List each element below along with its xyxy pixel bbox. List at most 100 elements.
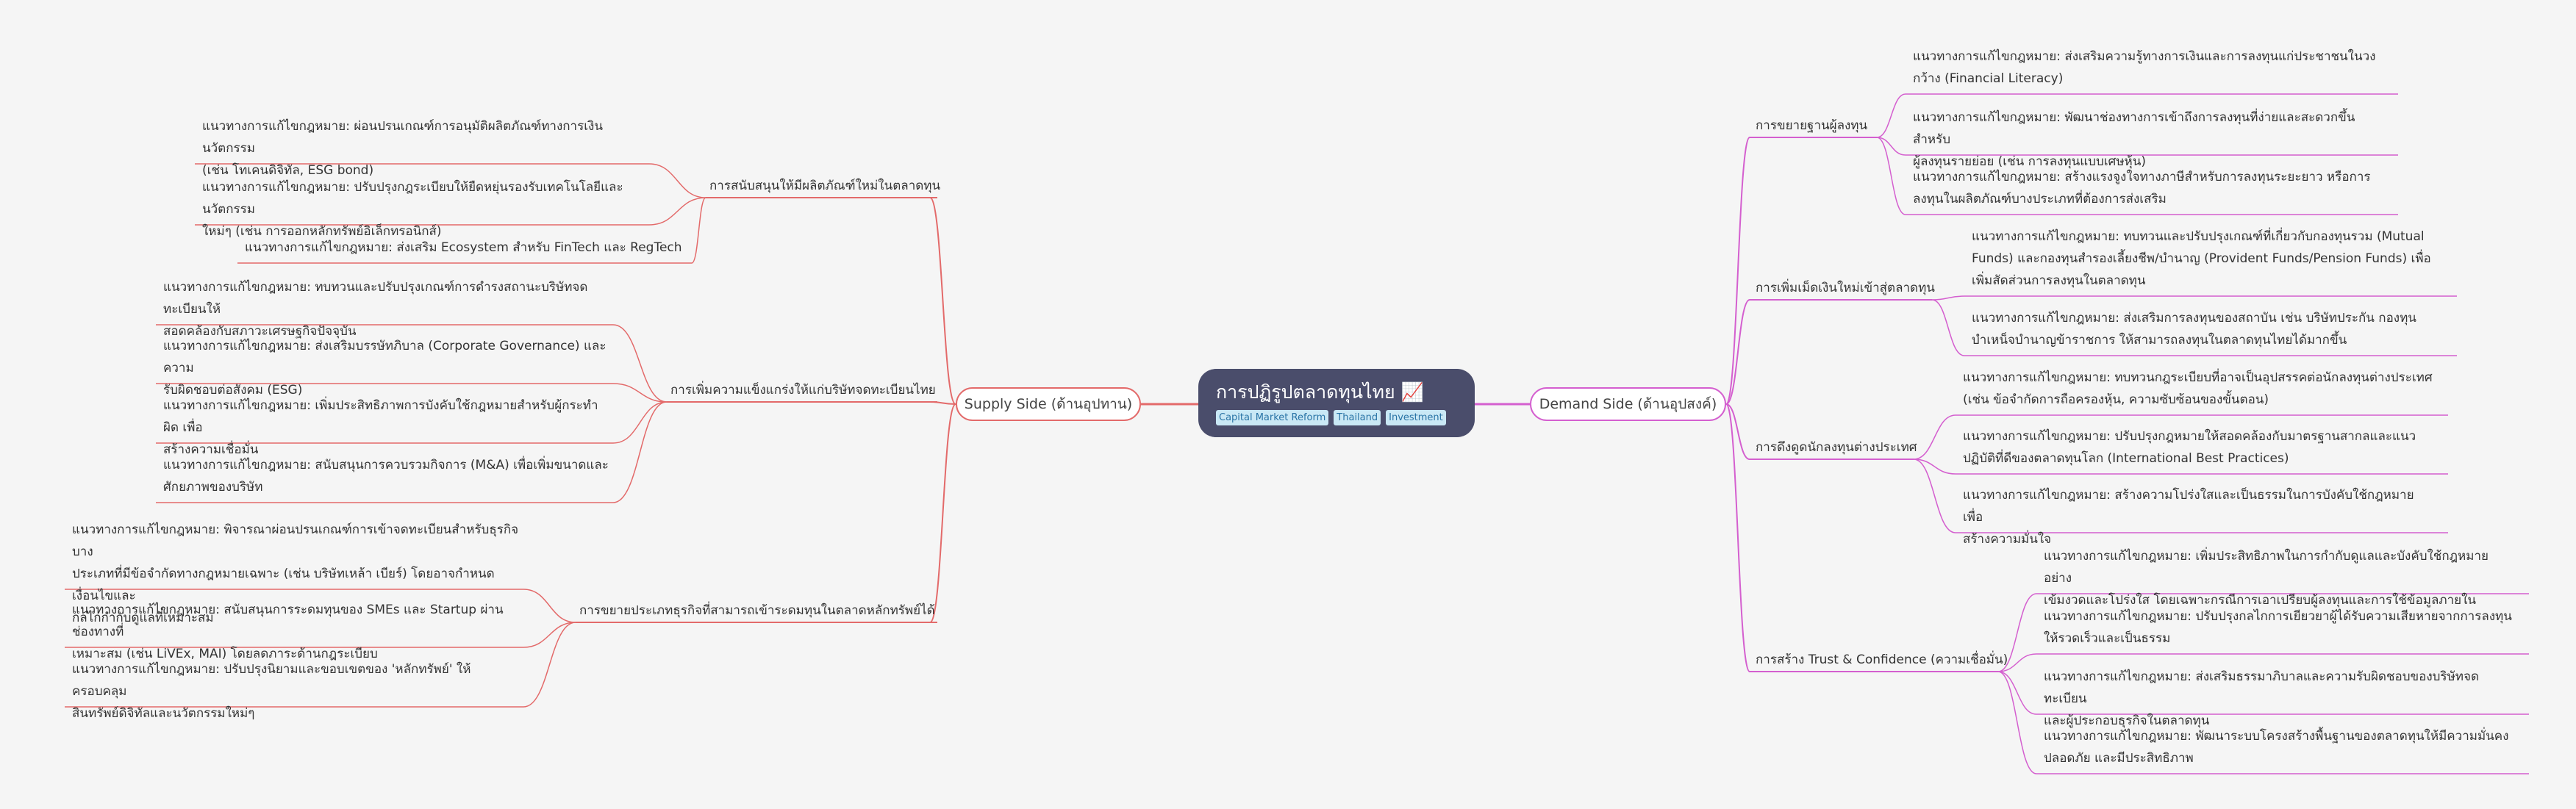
demand-leaf-connector — [1997, 653, 2037, 672]
demand-leaf[interactable]: แนวทางการแก้ไขกฎหมาย: พัฒนาระบบโครงสร้าง… — [2044, 725, 2514, 769]
demand-leaf-line: ปลอดภัย และมีประสิทธิภาพ — [2044, 751, 2194, 766]
supply-leaf[interactable]: แนวทางการแก้ไขกฎหมาย: สนับสนุนการระดมทุน… — [72, 599, 523, 665]
demand-branch-4[interactable]: การสร้าง Trust & Confidence (ความเชื่อมั… — [1756, 652, 2008, 667]
demand-leaf-line: แนวทางการแก้ไขกฎหมาย: ส่งเสริมการลงทุนขอ… — [1972, 311, 2416, 326]
demand-leaf[interactable]: แนวทางการแก้ไขกฎหมาย: ปรับปรุงกฎหมายให้ส… — [1963, 425, 2433, 470]
chart-emoji-icon: 📈 — [1400, 381, 1424, 403]
supply-leaf[interactable]: แนวทางการแก้ไขกฎหมาย: เพิ่มประสิทธิภาพกา… — [163, 395, 613, 461]
supply-leaf-line: สินทรัพย์ดิจิทัลและนวัตกรรมใหม่ๆ — [72, 706, 255, 721]
demand-leaf-connector — [1876, 93, 1906, 138]
demand-leaf-line: กว้าง (Financial Literacy) — [1913, 71, 2064, 86]
demand-leaf[interactable]: แนวทางการแก้ไขกฎหมาย: สร้างแรงจูงใจทางภา… — [1913, 166, 2383, 210]
supply-leaf[interactable]: แนวทางการแก้ไขกฎหมาย: พิจารณาผ่อนปรนเกณฑ… — [72, 519, 523, 629]
demand-leaf-connector — [1913, 459, 1956, 475]
supply-leaf-line: ใหม่ๆ (เช่น การออกหลักทรัพย์อิเล็กทรอนิก… — [202, 224, 442, 239]
supply-leaf-connector — [612, 401, 668, 444]
supply-leaf-line: แนวทางการแก้ไขกฎหมาย: ทบทวนและปรับปรุงเก… — [163, 280, 588, 317]
supply-branch-2[interactable]: การเพิ่มความแข็งแกร่งให้แก่บริษัทจดทะเบี… — [670, 383, 936, 398]
root-tags: Capital Market Reform Thailand Investmen… — [1216, 410, 1457, 425]
supply-leaf-connector — [523, 622, 576, 648]
supply-leaf-connector — [648, 163, 706, 198]
supply-branch-3[interactable]: การขยายประเภทธุรกิจที่สามารถเข้าระดมทุนใ… — [579, 603, 935, 618]
demand-leaf-connector — [1876, 137, 1906, 215]
demand-leaf[interactable]: แนวทางการแก้ไขกฎหมาย: ทบทวนและปรับปรุงเก… — [1972, 226, 2442, 292]
supply-leaf-line: แนวทางการแก้ไขกฎหมาย: สนับสนุนการควบรวมก… — [163, 458, 609, 472]
demand-leaf-line: แนวทางการแก้ไขกฎหมาย: ปรับปรุงกฎหมายให้ส… — [1963, 429, 2416, 444]
demand-leaf[interactable]: แนวทางการแก้ไขกฎหมาย: ปรับปรุงกลไกการเยี… — [2044, 605, 2514, 650]
demand-leaf-line: ให้รวดเร็วและเป็นธรรม — [2044, 631, 2171, 646]
demand-leaf-line: สร้างความมั่นใจ — [1963, 532, 2052, 547]
supply-branch-1[interactable]: การสนับสนุนให้มีผลิตภัณฑ์ใหม่ในตลาดทุน — [709, 179, 941, 193]
supply-side-node[interactable]: Supply Side (ด้านอุปทาน) — [956, 387, 1141, 421]
demand-leaf-line: บำเหน็จบำนาญข้าราชการ ให้สามารถลงทุนในตล… — [1972, 333, 2347, 348]
tag-capital-market-reform[interactable]: Capital Market Reform — [1216, 410, 1329, 425]
supply-leaf-line: สอดคล้องกับสภาวะเศรษฐกิจปัจจุบัน — [163, 324, 357, 339]
demand-leaf-line: แนวทางการแก้ไขกฎหมาย: สร้างความโปร่งใสแล… — [1963, 488, 2414, 525]
supply-leaf[interactable]: แนวทางการแก้ไขกฎหมาย: ส่งเสริมบรรษัทภิบา… — [163, 335, 613, 401]
tag-thailand[interactable]: Thailand — [1334, 410, 1381, 425]
supply-leaf[interactable]: แนวทางการแก้ไขกฎหมาย: ปรับปรุงนิยามและขอ… — [72, 658, 523, 724]
supply-leaf[interactable]: แนวทางการแก้ไขกฎหมาย: ทบทวนและปรับปรุงเก… — [163, 276, 613, 342]
root-title-text: การปฏิรูปตลาดทุนไทย — [1216, 381, 1395, 403]
demand-leaf-line: แนวทางการแก้ไขกฎหมาย: พัฒนาระบบโครงสร้าง… — [2044, 729, 2509, 744]
demand-leaf[interactable]: แนวทางการแก้ไขกฎหมาย: ส่งเสริมความรู้ทาง… — [1913, 46, 2383, 90]
supply-leaf[interactable]: แนวทางการแก้ไขกฎหมาย: สนับสนุนการควบรวมก… — [163, 454, 613, 498]
supply-leaf[interactable]: แนวทางการแก้ไขกฎหมาย: ผ่อนปรนเกณฑ์การอนุ… — [202, 115, 649, 181]
demand-leaf-line: (เช่น ข้อจำกัดการถือครองหุ้น, ความซับซ้อ… — [1963, 392, 2269, 407]
demand-leaf-line: แนวทางการแก้ไขกฎหมาย: ส่งเสริมความรู้ทาง… — [1913, 49, 2376, 64]
demand-leaf-connector — [1876, 137, 1906, 156]
demand-leaf[interactable]: แนวทางการแก้ไขกฎหมาย: ทบทวนกฎระเบียบที่อ… — [1963, 367, 2433, 411]
supply-leaf-line: (เช่น โทเคนดิจิทัล, ESG bond) — [202, 163, 374, 178]
supply-branch-connector — [929, 403, 956, 623]
demand-leaf-line: Funds) และกองทุนสำรองเลี้ยงชีพ/บำนาญ (Pr… — [1972, 251, 2431, 266]
tag-investment[interactable]: Investment — [1386, 410, 1446, 425]
supply-leaf-connector — [523, 589, 576, 623]
demand-leaf-connector — [1997, 593, 2037, 672]
demand-branch-connector — [1725, 403, 1750, 460]
supply-leaf-line: แนวทางการแก้ไขกฎหมาย: ปรับปรุงกฎระเบียบใ… — [202, 180, 623, 217]
demand-leaf-line: แนวทางการแก้ไขกฎหมาย: ทบทวนและปรับปรุงเก… — [1972, 229, 2425, 244]
demand-leaf-connector — [1913, 459, 1956, 533]
demand-leaf-line: แนวทางการแก้ไขกฎหมาย: ทบทวนกฎระเบียบที่อ… — [1963, 370, 2433, 385]
supply-leaf-line: แนวทางการแก้ไขกฎหมาย: ผ่อนปรนเกณฑ์การอนุ… — [202, 119, 603, 156]
demand-leaf-line: แนวทางการแก้ไขกฎหมาย: สร้างแรงจูงใจทางภา… — [1913, 170, 2371, 184]
supply-leaf-connector — [648, 197, 706, 226]
demand-leaf-line: แนวทางการแก้ไขกฎหมาย: พัฒนาช่องทางการเข้… — [1913, 110, 2355, 147]
supply-leaf-line: แนวทางการแก้ไขกฎหมาย: ส่งเสริมบรรษัทภิบา… — [163, 339, 607, 375]
demand-branch-1[interactable]: การขยายฐานผู้ลงทุน — [1756, 118, 1868, 133]
demand-leaf-connector — [1931, 295, 1965, 301]
supply-leaf-line: ศักยภาพของบริษัท — [163, 480, 263, 495]
root-title: การปฏิรูปตลาดทุนไทย 📈 — [1216, 378, 1457, 407]
supply-leaf[interactable]: แนวทางการแก้ไขกฎหมาย: ปรับปรุงกฎระเบียบใ… — [202, 176, 649, 242]
supply-leaf-line: รับผิดชอบต่อสังคม (ESG) — [163, 383, 303, 398]
demand-leaf[interactable]: แนวทางการแก้ไขกฎหมาย: ส่งเสริมธรรมาภิบาล… — [2044, 666, 2514, 732]
demand-leaf[interactable]: แนวทางการแก้ไขกฎหมาย: สร้างความโปร่งใสแล… — [1963, 484, 2433, 550]
demand-leaf[interactable]: แนวทางการแก้ไขกฎหมาย: พัฒนาช่องทางการเข้… — [1913, 107, 2383, 173]
supply-leaf-line: แนวทางการแก้ไขกฎหมาย: เพิ่มประสิทธิภาพกา… — [163, 398, 598, 435]
supply-leaf-line: แนวทางการแก้ไขกฎหมาย: ปรับปรุงนิยามและขอ… — [72, 662, 471, 699]
demand-leaf-connector — [1997, 671, 2037, 715]
demand-leaf-line: แนวทางการแก้ไขกฎหมาย: เพิ่มประสิทธิภาพใน… — [2044, 549, 2489, 586]
demand-leaf-line: และผู้ประกอบธุรกิจในตลาดทุน — [2044, 713, 2210, 728]
supply-leaf-line: แนวทางการแก้ไขกฎหมาย: ส่งเสริม Ecosystem… — [245, 240, 682, 255]
supply-leaf-connector — [691, 197, 706, 264]
root-node[interactable]: การปฏิรูปตลาดทุนไทย 📈 Capital Market Ref… — [1198, 369, 1475, 437]
demand-leaf-line: ลงทุนในผลิตภัณฑ์บางประเภทที่ต้องการส่งเส… — [1913, 192, 2167, 206]
supply-leaf-connector — [612, 324, 668, 403]
demand-branch-connector — [1725, 403, 1750, 672]
demand-leaf-line: เพิ่มสัดส่วนการลงทุนในตลาดทุน — [1972, 273, 2146, 288]
demand-leaf[interactable]: แนวทางการแก้ไขกฎหมาย: ส่งเสริมการลงทุนขอ… — [1972, 307, 2442, 351]
supply-leaf-line: กลไกกำกับดูแลที่เหมาะสม — [72, 611, 214, 625]
demand-side-node[interactable]: Demand Side (ด้านอุปสงค์) — [1530, 387, 1726, 421]
supply-leaf[interactable]: แนวทางการแก้ไขกฎหมาย: ส่งเสริม Ecosystem… — [245, 237, 692, 259]
supply-leaf-line: ประเภทที่มีข้อจำกัดทางกฎหมายเฉพาะ (เช่น … — [72, 567, 495, 603]
demand-leaf-line: ปฏิบัติที่ดีของตลาดทุนโลก (International… — [1963, 451, 2289, 466]
demand-branch-connector — [1725, 137, 1750, 405]
supply-leaf-line: แนวทางการแก้ไขกฎหมาย: พิจารณาผ่อนปรนเกณฑ… — [72, 522, 519, 559]
demand-branch-3[interactable]: การดึงดูดนักลงทุนต่างประเทศ — [1756, 440, 1917, 455]
demand-branch-2[interactable]: การเพิ่มเม็ดเงินใหม่เข้าสู่ตลาดทุน — [1756, 281, 1935, 295]
demand-leaf[interactable]: แนวทางการแก้ไขกฎหมาย: เพิ่มประสิทธิภาพใน… — [2044, 545, 2514, 611]
supply-leaf-connector — [612, 383, 668, 403]
